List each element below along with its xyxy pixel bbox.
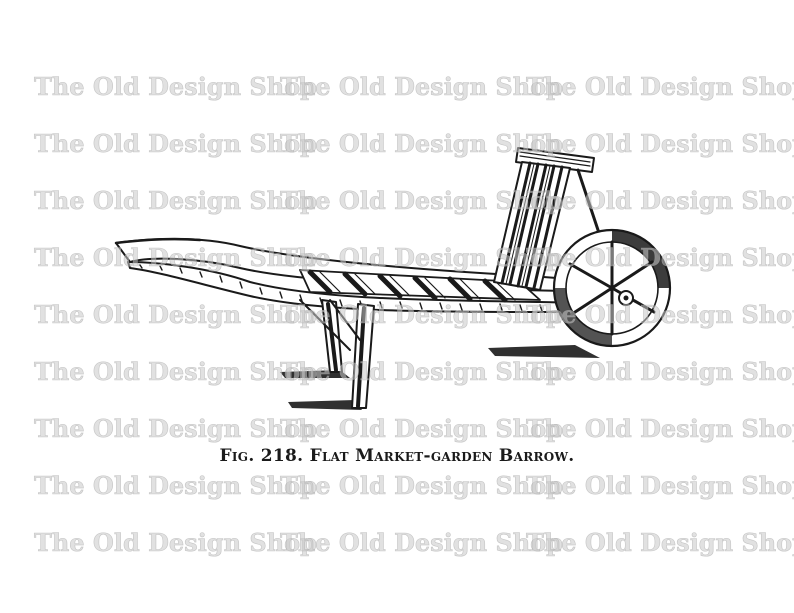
figure-caption: Fig. 218. Flat Market-garden Barrow.: [219, 446, 575, 466]
barrow-drawing: [114, 147, 672, 410]
